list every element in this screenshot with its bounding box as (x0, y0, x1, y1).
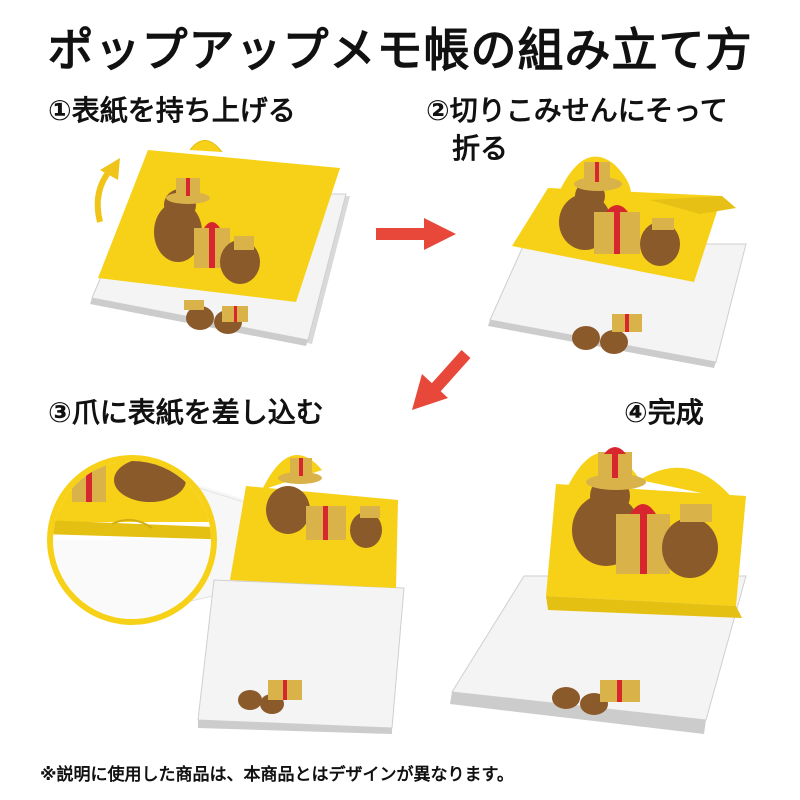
step1-yellow-cover (98, 140, 340, 302)
step2-label-line1: ②切りこみせんにそって (426, 94, 728, 127)
step3-label: ③爪に表紙を差し込む (48, 396, 324, 429)
step1-small-bears-image (184, 300, 248, 334)
step2-label-line2: 折る (452, 132, 509, 165)
page-title: ポップアップメモ帳の組み立て方 (47, 23, 753, 77)
disclaimer-note: ※説明に使用した商品は、本商品とはデザインが異なります。 (40, 765, 514, 785)
step4-label: ④完成 (624, 396, 704, 429)
step1-label: ①表紙を持ち上げる (48, 94, 296, 127)
